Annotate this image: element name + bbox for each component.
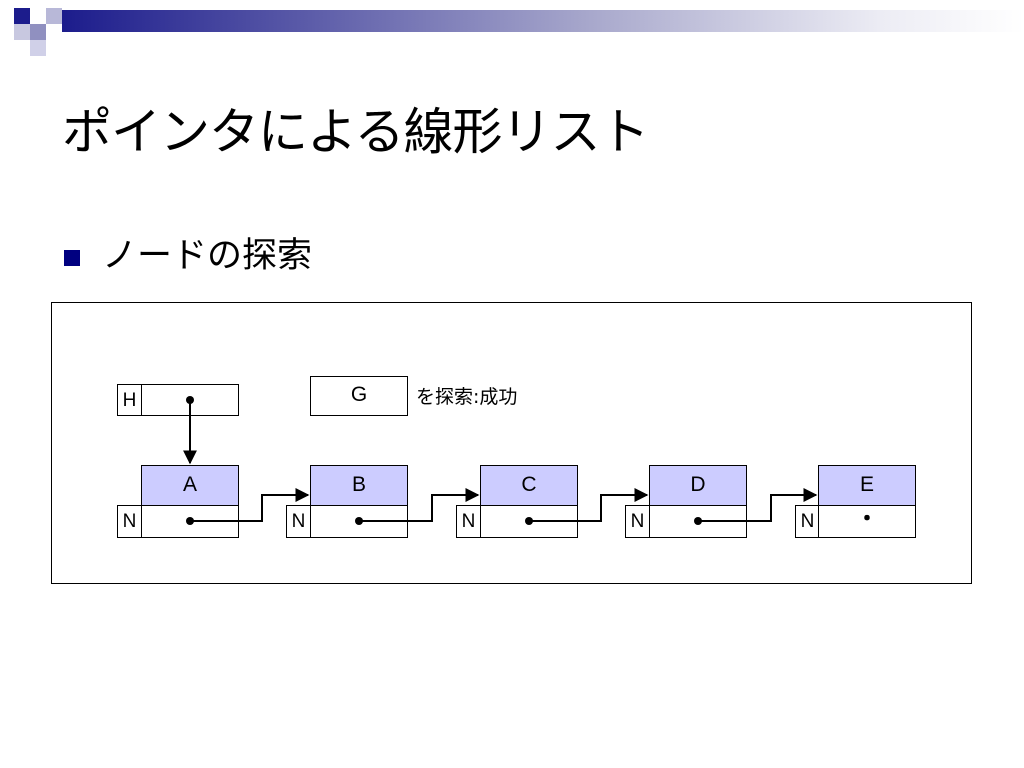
banner-square xyxy=(46,8,62,24)
link-d-to-e xyxy=(698,488,818,522)
slide-title: ポインタによる線形リスト xyxy=(62,103,649,161)
bullet-text: ノードの探索 xyxy=(102,236,313,276)
banner-square xyxy=(46,24,62,40)
node-data-d: D xyxy=(649,465,747,506)
banner-square xyxy=(30,24,46,40)
top-banner xyxy=(0,0,1024,60)
banner-square xyxy=(14,24,30,40)
banner-gradient-bar xyxy=(62,10,1024,32)
head-label: H xyxy=(117,384,142,416)
banner-square xyxy=(30,8,46,24)
node-null-label-c: N xyxy=(456,505,481,538)
link-a-to-b xyxy=(190,488,310,522)
banner-square xyxy=(14,8,30,24)
link-c-to-d xyxy=(529,488,649,522)
node-data-a: A xyxy=(141,465,239,506)
search-key-box: G xyxy=(310,376,408,416)
node-null-label-e: N xyxy=(795,505,820,538)
node-null-label-b: N xyxy=(286,505,311,538)
banner-square xyxy=(30,40,46,56)
link-b-to-c xyxy=(359,488,480,522)
square-bullet-icon xyxy=(64,250,80,266)
node-null-pointer-e: ・ xyxy=(818,505,916,538)
diagram-frame xyxy=(51,302,972,584)
node-null-label-d: N xyxy=(625,505,650,538)
search-result-label: を探索:成功 xyxy=(416,386,518,408)
node-null-label-a: N xyxy=(117,505,142,538)
